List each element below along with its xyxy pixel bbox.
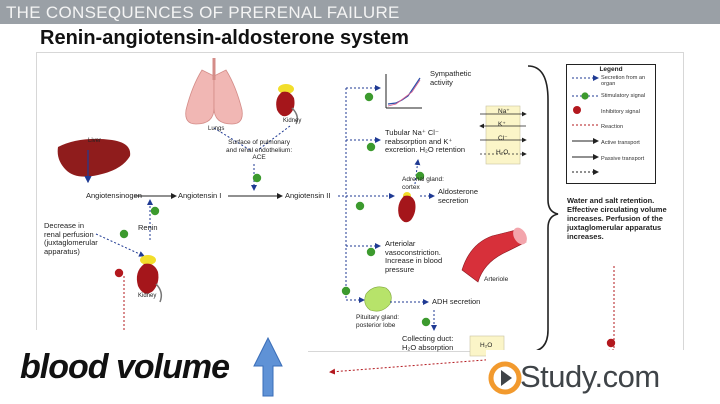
lungs-label: Lungs bbox=[208, 126, 225, 132]
legend-stimulatory: Stimulatory signal bbox=[601, 93, 646, 99]
h2o-bottom: H₂O bbox=[480, 342, 493, 349]
play-icon bbox=[488, 361, 522, 395]
angiotensin-1-label: Angiotensin I bbox=[178, 191, 222, 200]
ion-cl: Cl⁻ bbox=[498, 135, 508, 142]
arteriole-label: Arteriole bbox=[484, 276, 509, 283]
kidney-bottom-label: Kidney bbox=[138, 293, 157, 299]
renin-label: Renin bbox=[138, 223, 158, 232]
diagram-title: Renin-angiotensin-aldosterone system bbox=[40, 27, 409, 49]
water-salt-text: Water and salt retention. Effective circ… bbox=[567, 196, 667, 241]
adrenal-kidney-image bbox=[398, 195, 416, 223]
kidney-bottom-image bbox=[136, 263, 159, 294]
legend-title: Legend bbox=[599, 66, 623, 73]
tubular-label: Tubular Na⁺ Cl⁻reabsorption and K⁺excret… bbox=[385, 128, 466, 154]
liver-label: Liver bbox=[88, 138, 102, 144]
legend-active: Active transport bbox=[601, 140, 640, 146]
legend-reaction: Reaction bbox=[601, 124, 624, 130]
liver-image bbox=[57, 138, 131, 177]
angiotensin-2-label: Angiotensin II bbox=[285, 191, 331, 200]
legend-passive: Passive transport bbox=[601, 156, 645, 162]
legend-inhibitory: Inhibitory signal bbox=[601, 109, 640, 115]
blood-volume-panel bbox=[0, 330, 308, 404]
angiotensinogen-label: Angiotensinogen bbox=[86, 191, 142, 200]
adh-label: ADH secretion bbox=[432, 297, 481, 306]
legend-secretion: Secretion from an organ bbox=[601, 75, 646, 88]
ion-k: K⁺ bbox=[498, 121, 506, 128]
lungs-image bbox=[185, 69, 215, 125]
ion-na: Na⁺ bbox=[498, 108, 510, 115]
banner: THE CONSEQUENCES OF PRERENAL FAILURE bbox=[0, 0, 720, 24]
brand-panel bbox=[486, 350, 720, 404]
kidney-top-image bbox=[276, 91, 295, 117]
up-arrow-icon bbox=[253, 336, 283, 397]
pituitary-label: Pituitary gland:posterior lobe bbox=[356, 314, 399, 329]
diagram-frame bbox=[36, 52, 684, 352]
ion-h2o: H₂O bbox=[496, 149, 509, 156]
blood-volume-text: blood volume bbox=[20, 348, 230, 386]
pituitary-image bbox=[364, 286, 392, 312]
legend: Legend Secretion from an organ Stimulato… bbox=[566, 64, 656, 184]
brand-text: Study.com bbox=[520, 359, 660, 394]
collecting-label: Collecting duct:H₂O absorption bbox=[402, 334, 454, 352]
adrenal-label: Adrenal gland:cortex bbox=[402, 176, 444, 191]
banner-text: THE CONSEQUENCES OF PRERENAL FAILURE bbox=[6, 3, 400, 22]
kidney-top-label: Kidney bbox=[283, 118, 302, 124]
